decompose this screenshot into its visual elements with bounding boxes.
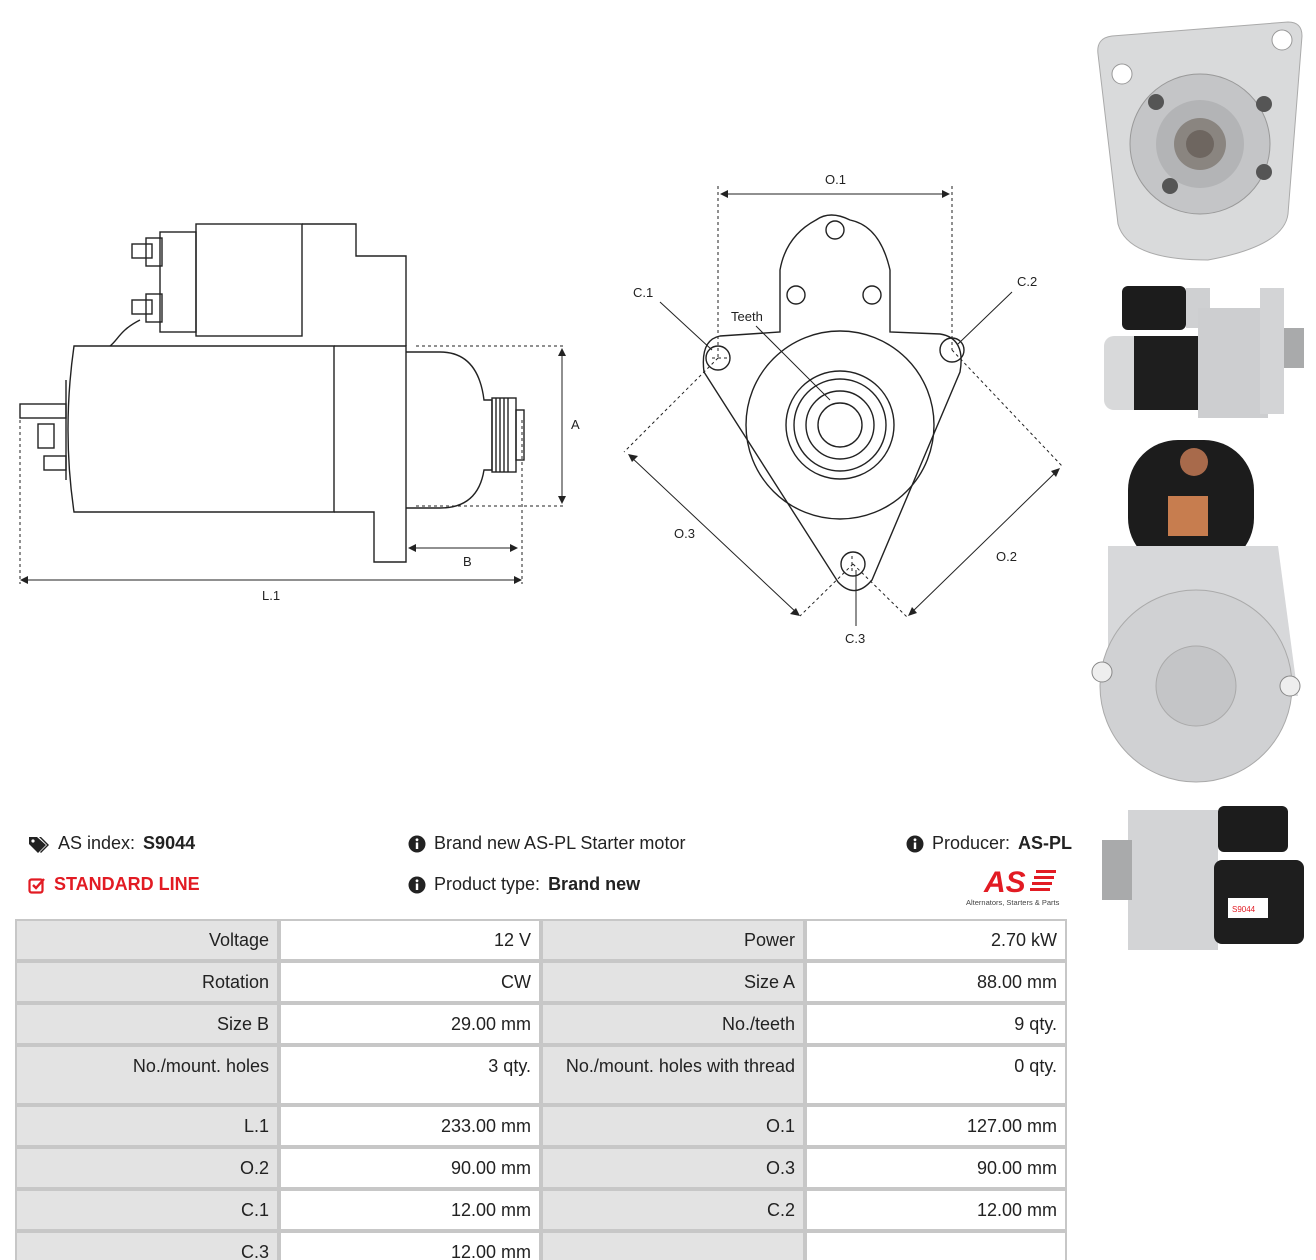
spec-label: No./teeth xyxy=(541,1003,805,1045)
logo-mark: AS xyxy=(983,866,1026,899)
spec-label: Size B xyxy=(15,1003,279,1045)
photo-iso-view: S9044 xyxy=(1088,800,1310,960)
motor-body xyxy=(67,345,335,513)
photo-side-view xyxy=(1088,278,1310,420)
label-c1: C.1 xyxy=(633,285,653,300)
info-circle-icon xyxy=(408,876,426,893)
standard-line-label: STANDARD LINE xyxy=(54,874,200,894)
label-o1: O.1 xyxy=(825,172,846,187)
spec-value: 233.00 mm xyxy=(279,1105,541,1147)
producer-row: Producer: AS-PL xyxy=(906,833,1072,854)
product-type-label: Product type: xyxy=(434,874,541,894)
spec-value: 0 qty. xyxy=(805,1045,1067,1105)
description-row: Brand new AS-PL Starter motor xyxy=(408,833,685,854)
as-index-value: S9044 xyxy=(143,833,196,853)
product-info: AS index: S9044 STANDARD LINE Brand new … xyxy=(28,828,1072,908)
producer-label: Producer: xyxy=(932,833,1011,853)
standard-line-row: STANDARD LINE xyxy=(28,874,200,895)
spec-label: Power xyxy=(541,919,805,961)
spec-label: Size A xyxy=(541,961,805,1003)
label-teeth: Teeth xyxy=(731,309,763,324)
spec-value: 12.00 mm xyxy=(279,1231,541,1260)
mounting-flange xyxy=(702,214,962,592)
label-o2: O.2 xyxy=(996,549,1017,564)
spec-label: No./mount. holes with thread xyxy=(541,1045,805,1105)
spec-label: O.1 xyxy=(541,1105,805,1147)
spec-label: O.3 xyxy=(541,1147,805,1189)
spec-label: C.1 xyxy=(15,1189,279,1231)
info-circle-icon xyxy=(408,835,426,852)
spec-value xyxy=(805,1231,1067,1260)
as-pl-logo: AS Alternators, Starters & Parts xyxy=(966,866,1060,907)
solenoid-cap xyxy=(159,231,197,333)
solenoid-body xyxy=(195,223,303,337)
tags-icon xyxy=(29,836,49,853)
spec-value: 12.00 mm xyxy=(805,1189,1067,1231)
spec-value: 90.00 mm xyxy=(805,1147,1067,1189)
product-type-value: Brand new xyxy=(548,874,641,894)
photo-label: S9044 xyxy=(1232,905,1256,914)
as-index-label: AS index: xyxy=(58,833,136,853)
spec-value: CW xyxy=(279,961,541,1003)
spec-label: C.3 xyxy=(15,1231,279,1260)
product-type-row: Product type: Brand new xyxy=(408,874,640,895)
spec-value: 3 qty. xyxy=(279,1045,541,1105)
info-circle-icon xyxy=(906,835,924,852)
spec-label: O.2 xyxy=(15,1147,279,1189)
technical-drawing: A B L.1 xyxy=(19,172,1063,646)
spec-value: 127.00 mm xyxy=(805,1105,1067,1147)
producer-value: AS-PL xyxy=(1018,833,1073,853)
spec-value: 88.00 mm xyxy=(805,961,1067,1003)
description-text: Brand new AS-PL Starter motor xyxy=(434,833,686,853)
as-index-row: AS index: S9044 xyxy=(28,833,195,854)
label-c3: C.3 xyxy=(845,631,865,646)
spec-value: 12 V xyxy=(279,919,541,961)
spec-label: Rotation xyxy=(15,961,279,1003)
photo-rear-view xyxy=(1088,436,1310,792)
check-square-icon xyxy=(28,877,45,894)
logo-tagline: Alternators, Starters & Parts xyxy=(966,898,1060,907)
spec-value: 9 qty. xyxy=(805,1003,1067,1045)
spec-label: Voltage xyxy=(15,919,279,961)
spec-label: C.2 xyxy=(541,1189,805,1231)
spec-value: 12.00 mm xyxy=(279,1189,541,1231)
photo-front-view xyxy=(1088,14,1310,276)
mount-hole-c1 xyxy=(705,345,731,371)
spec-label: L.1 xyxy=(15,1105,279,1147)
spec-value: 29.00 mm xyxy=(279,1003,541,1045)
label-o3: O.3 xyxy=(674,526,695,541)
label-c2: C.2 xyxy=(1017,274,1037,289)
spec-label: No./mount. holes xyxy=(15,1045,279,1105)
spec-label xyxy=(541,1231,805,1260)
spec-value: 90.00 mm xyxy=(279,1147,541,1189)
mount-hole-c3 xyxy=(840,551,866,577)
label-b: B xyxy=(463,554,472,569)
label-a: A xyxy=(571,417,580,432)
label-l1: L.1 xyxy=(262,588,280,603)
spec-value: 2.70 kW xyxy=(805,919,1067,961)
